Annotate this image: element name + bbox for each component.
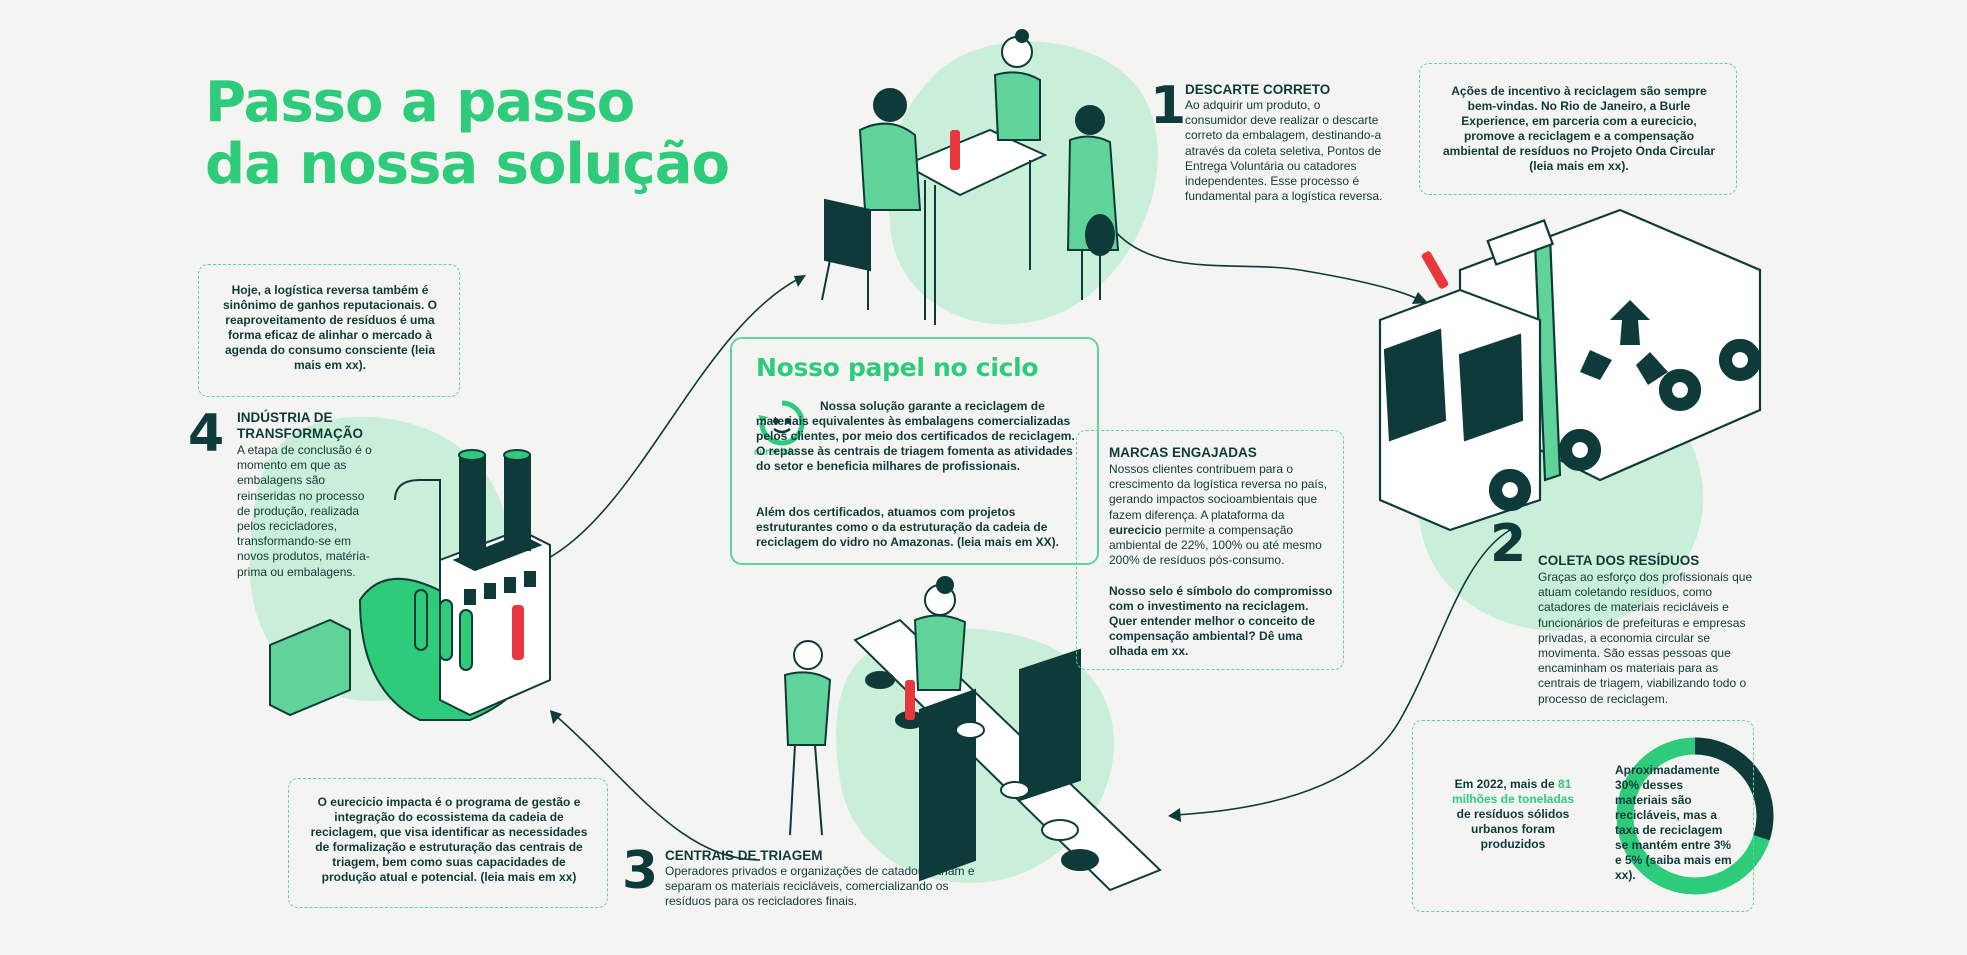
step-4-text: A etapa de conclusão é o momento em que …	[237, 443, 372, 579]
recycle-icon	[1580, 300, 1668, 385]
flow-arrows	[544, 224, 1511, 861]
step-1-text: Ao adquirir um produto, o consumidor dev…	[1185, 98, 1383, 204]
recycle-logo-icon	[758, 400, 805, 446]
brands-title: MARCAS ENGAJADAS	[1109, 445, 1257, 460]
reputation-box: Hoje, a logística reversa também é sinôn…	[198, 264, 460, 397]
logo-text-pre: eu	[754, 447, 766, 458]
logo-text-bold: recicl	[765, 447, 792, 458]
title-line-1: Passo a passo	[205, 70, 635, 135]
title-line-2: da nossa solução	[205, 132, 730, 197]
arrowheads	[550, 275, 1428, 822]
step-2-text: Graças ao esforço dos profissionais que …	[1538, 570, 1753, 706]
donut-text: Em 2022, mais de 81 milhões de toneladas…	[1445, 777, 1581, 852]
brands-text-bold: eurecicio	[1109, 522, 1162, 537]
central-heading: Nosso papel no ciclo	[756, 353, 1039, 382]
page-title: Passo a passo da nossa solução	[205, 70, 730, 197]
central-paragraph-2: Além dos certificados, atuamos com proje…	[756, 505, 1059, 549]
donut-highlight: 81 milhões de toneladas	[1451, 777, 1575, 806]
step-2-number: 2	[1490, 514, 1527, 574]
donut-chart	[1616, 737, 1774, 895]
step-1-title: DESCARTE CORRETO	[1185, 82, 1331, 97]
logo-text-post: o	[791, 447, 797, 458]
sorting-belt	[783, 576, 1162, 892]
donut-text-pre: Em 2022, mais de	[1454, 777, 1559, 791]
people-table	[821, 29, 1120, 325]
arrow-4-to-1	[544, 277, 801, 561]
step-4-number: 4	[188, 404, 225, 464]
impacta-box: O eurecicio impacta é o programa de gest…	[288, 778, 608, 908]
impacta-text: O eurecicio impacta é o programa de gest…	[310, 795, 588, 884]
step-2-title: COLETA DOS RESÍDUOS	[1538, 553, 1700, 568]
reputation-text: Hoje, a logística reversa também é sinôn…	[222, 283, 438, 372]
step-1-number: 1	[1150, 76, 1187, 136]
arrow-1-to-2	[1109, 224, 1421, 301]
step-3-text: Operadores privados e organizações de ca…	[665, 864, 975, 909]
factory	[269, 449, 551, 721]
stats-box: Em 2022, mais de 81 milhões de toneladas…	[1412, 720, 1754, 912]
central-panel: Nosso papel no ciclo eureciclo Nossa sol…	[730, 337, 1099, 565]
incentive-box: Ações de incentivo à reciclagem são semp…	[1419, 63, 1737, 195]
incentive-text: Ações de incentivo à reciclagem são semp…	[1442, 84, 1716, 173]
brands-seal-text: Nosso selo é símbolo do compromisso com …	[1109, 584, 1333, 658]
red-bottle-3	[905, 680, 915, 720]
step-3-title: CENTRAIS DE TRIAGEM	[665, 848, 823, 863]
eurecicio-logo	[756, 397, 808, 449]
brands-text-b: permite a compensação ambiental de 22%, …	[1109, 522, 1322, 568]
red-bottle-1	[950, 130, 960, 170]
step-3-number: 3	[622, 841, 659, 901]
arrow-2-to-3	[1174, 529, 1511, 816]
brands-box: MARCAS ENGAJADAS Nossos clientes contrib…	[1076, 430, 1344, 670]
central-paragraph-1: Nossa solução garante a reciclagem de ma…	[756, 399, 1075, 473]
arrow-3-to-4	[554, 714, 761, 861]
brands-text: Nossos clientes contribuem para o cresci…	[1109, 462, 1335, 568]
brands-text-a: Nossos clientes contribuem para o cresci…	[1109, 462, 1328, 522]
step-4-title: INDÚSTRIA DE TRANSFORMAÇÃO	[237, 410, 363, 441]
logo-text: eureciclo	[754, 447, 797, 458]
red-bottle-4	[512, 605, 524, 660]
stats-side-text: Aproximadamente 30% desses materiais são…	[1615, 763, 1732, 882]
red-bottle-2	[1421, 251, 1449, 289]
donut-text-post: de resíduos sólidos urbanos foram produz…	[1456, 807, 1570, 851]
recycling-truck	[1378, 208, 1762, 532]
